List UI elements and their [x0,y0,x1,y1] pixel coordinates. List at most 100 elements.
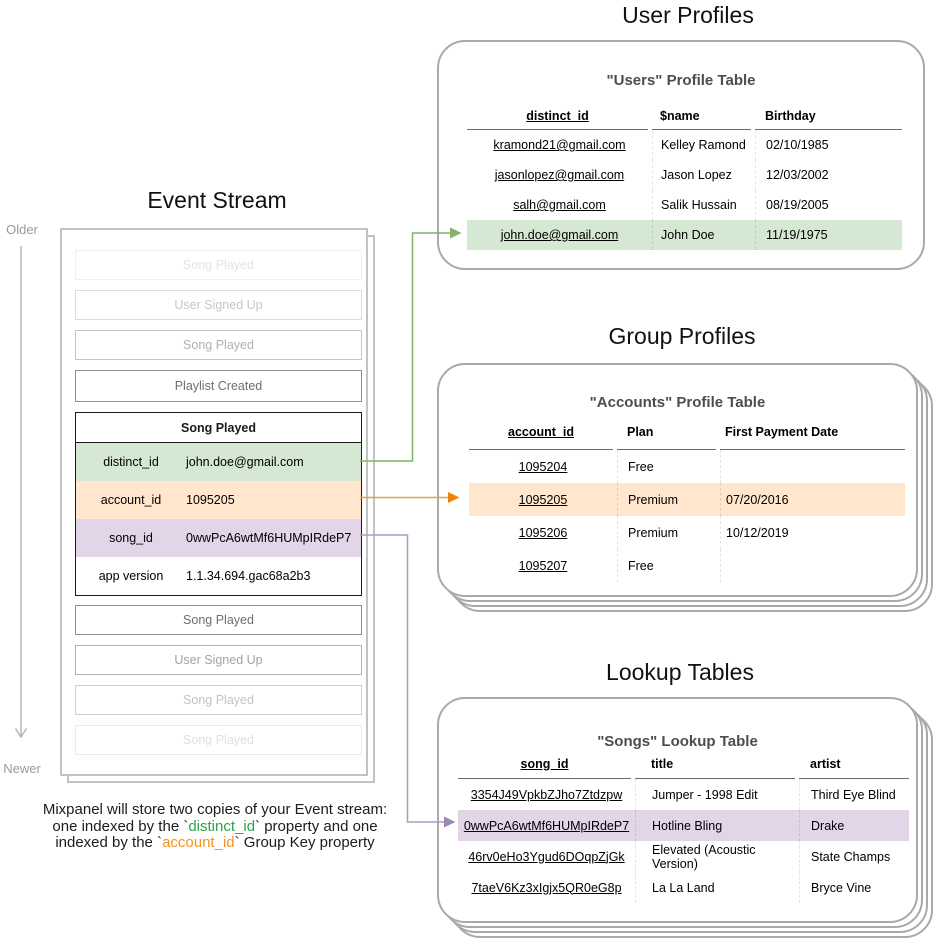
column-header: artist [799,749,909,779]
table-cell: Jason Lopez [652,160,755,190]
caption-text: Mixpanel will store two copies of your E… [42,801,388,818]
table-cell: Premium [617,516,720,549]
column-header: distinct_id [467,102,648,130]
user-table: distinct_id $name Birthday kramond21@gma… [467,102,902,250]
table-row: 1095207 Free [469,549,905,582]
table-cell: Hotline Bling [635,810,799,841]
caption-line: Mixpanel will store two copies of your E… [25,801,405,819]
table-cell [720,450,905,483]
table-cell: Free [617,450,720,483]
column-header: First Payment Date [720,415,905,450]
table-cell: 11/19/1975 [755,220,902,250]
table-cell: 1095206 [518,525,568,540]
caption-line: one indexed by the `distinct_id` propert… [25,817,405,836]
table-cell: 02/10/1985 [755,130,902,160]
caption-text: ` Group Key property [234,834,375,851]
table-cell: Third Eye Blind [799,779,909,810]
table-cell: 1095205 [518,492,568,507]
property-key: distinct_id [103,455,159,469]
caption-text: indexed by the ` [55,834,163,851]
event-card: Song Played [75,725,362,755]
table-header-row: song_id title artist [458,749,909,779]
table-cell: 07/20/2016 [720,483,905,516]
table-cell: State Champs [799,841,909,872]
table-row: 46rv0eHo3Ygud6DOqpZjGk Elevated (Acousti… [458,841,909,872]
distinct-id-keyword: distinct_id [188,817,256,835]
table-cell: 10/12/2019 [720,516,905,549]
group-profiles-title: Group Profiles [608,323,756,349]
timeline-newer-label: Newer [3,761,41,776]
property-key: app version [98,569,164,583]
user-profiles-card: "Users" Profile Table distinct_id $name … [437,40,925,270]
event-card: Song Played [75,330,362,360]
table-cell: 1095207 [518,558,568,573]
table-cell: 3354J49VpkbZJho7Ztdzpw [470,787,623,802]
column-header: song_id [458,749,631,779]
table-cell: Jumper - 1998 Edit [635,779,799,810]
table-cell: Salik Hussain [652,190,755,220]
user-table-title: "Users" Profile Table [606,72,756,89]
column-header: account_id [469,415,613,450]
table-row-highlighted: 0wwPcA6wtMf6HUMpIRdeP7 Hotline Bling Dra… [458,810,909,841]
table-cell: Drake [799,810,909,841]
column-header: Birthday [755,102,902,130]
group-profiles-card: "Accounts" Profile Table account_id Plan… [437,363,918,597]
group-table-title: "Accounts" Profile Table [589,394,766,411]
event-property-row-account-id: account_id 1095205 [76,481,361,519]
table-cell: 08/19/2005 [755,190,902,220]
table-cell: La La Land [635,872,799,903]
table-row: salh@gmail.com Salik Hussain 08/19/2005 [467,190,902,220]
table-cell: Elevated (Acoustic Version) [635,841,799,872]
event-card: Song Played [75,685,362,715]
column-header: $name [652,102,751,130]
table-cell: salh@gmail.com [513,198,606,212]
table-cell: 12/03/2002 [755,160,902,190]
event-card: User Signed Up [75,290,362,320]
lookup-table: song_id title artist 3354J49VpkbZJho7Ztd… [458,749,909,903]
timeline-arrow-icon [14,246,28,739]
table-cell: 7taeV6Kz3xIgjx5QR0eG8p [471,880,622,895]
event-stream-panel: Song Played User Signed Up Song Played P… [60,228,368,776]
table-cell: 1095204 [518,459,568,474]
table-header-row: distinct_id $name Birthday [467,102,902,130]
property-value: 1095205 [186,493,235,507]
table-row-highlighted: john.doe@gmail.com John Doe 11/19/1975 [467,220,902,250]
event-card: Playlist Created [75,370,362,402]
table-cell: 0wwPcA6wtMf6HUMpIRdeP7 [463,818,630,833]
timeline-older-label: Older [6,222,38,237]
lookup-tables-title: Lookup Tables [606,659,754,685]
table-row: jasonlopez@gmail.com Jason Lopez 12/03/2… [467,160,902,190]
table-cell [720,549,905,582]
expanded-event-title: Song Played [76,413,361,443]
event-property-row-song-id: song_id 0wwPcA6wtMf6HUMpIRdeP7 [76,519,361,557]
expanded-event-card: Song Played distinct_id john.doe@gmail.c… [75,412,362,596]
property-value: john.doe@gmail.com [186,455,304,469]
table-cell: 46rv0eHo3Ygud6DOqpZjGk [468,849,625,864]
event-stream-title: Event Stream [147,187,287,213]
caption-text: ` property and one [255,817,378,835]
property-key: account_id [100,493,162,507]
table-row: 1095206 Premium 10/12/2019 [469,516,905,549]
table-cell: jasonlopez@gmail.com [494,168,625,182]
lookup-tables-card: "Songs" Lookup Table song_id title artis… [437,697,918,923]
event-card: Song Played [75,250,362,280]
table-cell: john.doe@gmail.com [500,228,619,242]
lookup-table-title: "Songs" Lookup Table [597,733,758,750]
table-cell: Bryce Vine [799,872,909,903]
column-header: Plan [617,415,716,450]
caption-text: one indexed by the ` [52,817,189,835]
table-header-row: account_id Plan First Payment Date [469,415,905,450]
table-row: kramond21@gmail.com Kelley Ramond 02/10/… [467,130,902,160]
group-table: account_id Plan First Payment Date 10952… [469,415,905,582]
account-id-keyword: account_id [162,834,235,851]
event-property-row-app-version: app version 1.1.34.694.gac68a2b3 [76,557,361,595]
table-cell: kramond21@gmail.com [493,138,626,152]
table-cell: Premium [617,483,720,516]
table-cell: Free [617,549,720,582]
property-key: song_id [109,531,153,545]
table-cell: John Doe [652,220,755,250]
column-header: title [635,749,795,779]
user-profiles-title: User Profiles [622,2,754,28]
table-row: 7taeV6Kz3xIgjx5QR0eG8p La La Land Bryce … [458,872,909,903]
